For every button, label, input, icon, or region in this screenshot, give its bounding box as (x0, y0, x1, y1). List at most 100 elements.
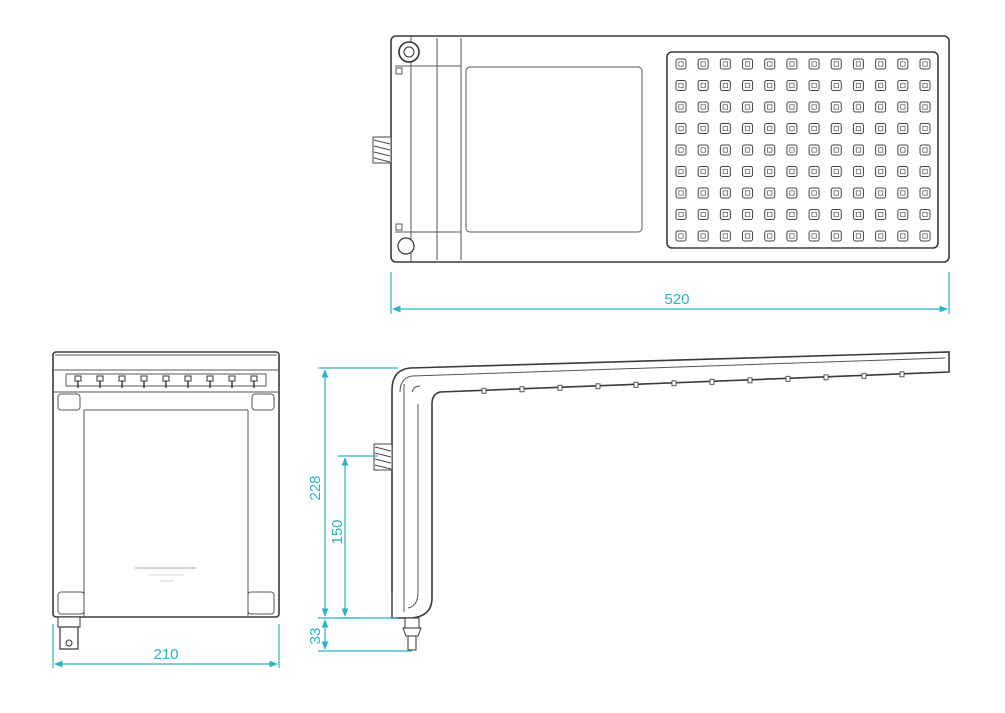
nozzle-inner (789, 211, 795, 218)
nozzle (897, 80, 909, 91)
nozzle-inner (678, 190, 684, 196)
nozzle-inner (833, 61, 839, 67)
nozzle (852, 123, 864, 134)
nozzle (742, 166, 754, 177)
nozzle (675, 187, 687, 199)
nozzle-inner (922, 168, 928, 175)
nozzle (852, 166, 864, 177)
nozzle (697, 58, 709, 70)
nozzle-inner (767, 190, 773, 196)
nozzle-inner (767, 168, 773, 175)
nozzle-inner (855, 125, 862, 132)
side-nozzle (519, 386, 525, 393)
nozzle-inner (878, 125, 884, 132)
nozzle-inner (722, 147, 728, 153)
nozzle-inner (878, 211, 884, 218)
nozzle-inner (900, 190, 906, 196)
nozzle (919, 144, 931, 156)
nozzle (830, 123, 842, 134)
nozzle (919, 166, 931, 177)
nozzle (764, 101, 776, 113)
nozzle-inner (678, 82, 684, 89)
nozzle-inner (855, 104, 862, 110)
nozzle-inner (855, 190, 862, 196)
nozzle (808, 58, 820, 70)
nozzle-inner (811, 61, 817, 67)
side-view (373, 351, 950, 651)
nozzle-inner (700, 168, 706, 175)
nozzle-inner (767, 125, 773, 132)
front-nozzle (118, 375, 126, 382)
nozzle-inner (900, 61, 906, 67)
nozzle (719, 58, 731, 70)
dimension-150: 150 (329, 455, 378, 619)
nozzle-inner (833, 211, 839, 218)
nozzle-inner (833, 125, 839, 132)
nozzle-inner (722, 61, 728, 67)
nozzle-inner (878, 190, 884, 196)
nozzle (697, 187, 709, 199)
front-nozzle (74, 375, 82, 382)
nozzle (719, 209, 731, 220)
front-nozzle (228, 375, 236, 382)
side-nozzle (671, 380, 677, 387)
nozzle-inner (833, 147, 839, 153)
nozzle (830, 80, 842, 91)
nozzle (875, 80, 887, 91)
nozzle-inner (789, 104, 795, 110)
nozzle (875, 166, 887, 177)
nozzle (786, 144, 798, 156)
top-view-screw-top (398, 41, 420, 63)
nozzle (764, 230, 776, 242)
nozzle-inner (900, 211, 906, 218)
nozzle (830, 144, 842, 156)
nozzle-inner (767, 233, 773, 239)
nozzle (675, 209, 687, 220)
nozzle (808, 144, 820, 156)
nozzle-inner (767, 147, 773, 153)
nozzle (875, 123, 887, 134)
side-nozzle (595, 383, 601, 390)
nozzle-inner (744, 190, 751, 196)
front-view (52, 351, 280, 650)
nozzle (808, 166, 820, 177)
nozzle (786, 209, 798, 220)
nozzle (697, 209, 709, 220)
nozzle-inner (900, 233, 906, 239)
nozzle-inner (811, 168, 817, 175)
side-nozzle (633, 381, 639, 388)
nozzle-inner (833, 82, 839, 89)
nozzle-inner (900, 168, 906, 175)
nozzle (675, 80, 687, 91)
nozzle (742, 80, 754, 91)
nozzle-inner (700, 233, 706, 239)
nozzle (830, 230, 842, 242)
side-nozzle (481, 387, 487, 394)
side-nozzle (861, 372, 867, 379)
nozzle-inner (789, 61, 795, 67)
nozzle (875, 230, 887, 242)
nozzle-inner (878, 61, 884, 67)
nozzle (897, 144, 909, 156)
nozzle (786, 187, 798, 199)
dimension-520-label: 520 (664, 291, 689, 308)
side-nozzle (785, 375, 791, 382)
nozzle-inner (878, 82, 884, 89)
nozzle-inner (744, 61, 751, 67)
nozzle-inner (855, 82, 862, 89)
nozzle-inner (700, 211, 706, 218)
nozzle (675, 58, 687, 70)
nozzle-inner (744, 233, 751, 239)
nozzle (919, 101, 931, 113)
nozzle-inner (789, 168, 795, 175)
nozzle (919, 58, 931, 70)
nozzle-inner (833, 104, 839, 110)
nozzle (675, 166, 687, 177)
nozzle (830, 209, 842, 220)
nozzle (675, 101, 687, 113)
nozzle-inner (878, 104, 884, 110)
nozzle-inner (922, 233, 928, 239)
side-view-nozzles (481, 371, 905, 394)
nozzle-inner (833, 233, 839, 239)
top-view (372, 35, 950, 263)
